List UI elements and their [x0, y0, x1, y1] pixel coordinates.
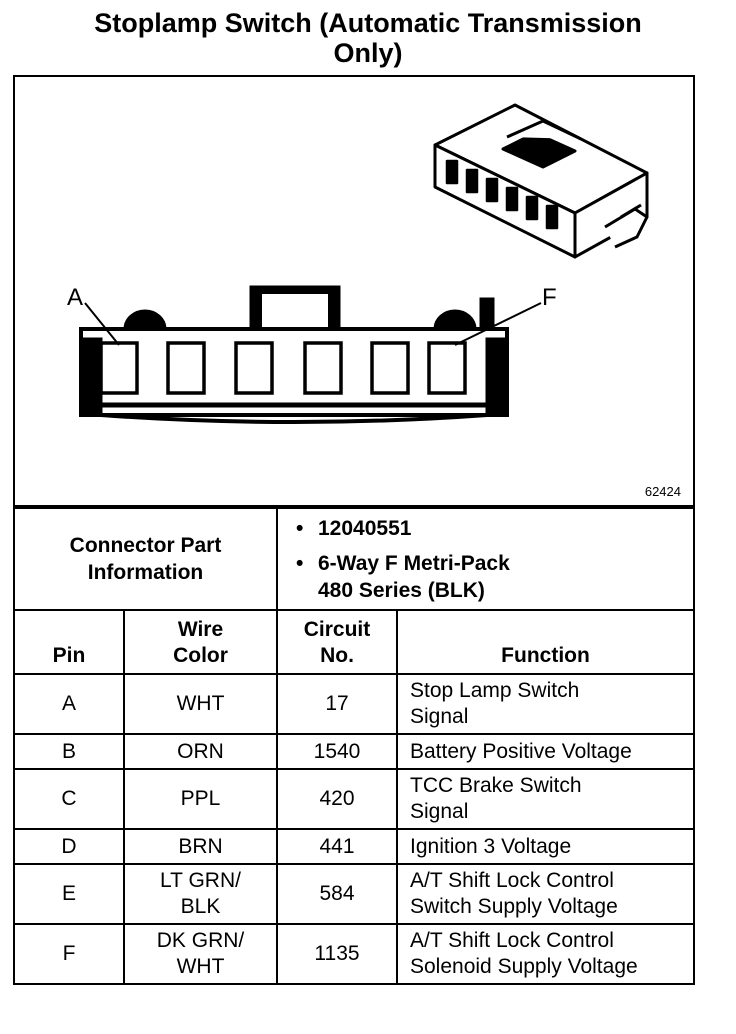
wire-color-cell: ORN	[123, 733, 278, 770]
circuit-cell: 17	[276, 673, 398, 735]
wire-color-cell: LT GRN/ BLK	[123, 863, 278, 925]
pin-cell: D	[13, 828, 125, 865]
header-circuit-no: Circuit No.	[276, 609, 398, 675]
connector-info-row: Connector Part Information •12040551 •6-…	[13, 507, 695, 611]
pin-f-callout: F	[542, 284, 557, 311]
pin-cell: F	[13, 923, 125, 985]
connector-info-label: Connector Part Information	[13, 507, 278, 611]
connector-description-line2: 480 Series (BLK)	[318, 578, 485, 602]
header-function: Function	[396, 609, 695, 675]
function-cell: TCC Brake Switch Signal	[396, 768, 695, 830]
pin-cell: A	[13, 673, 125, 735]
connector-illustration	[79, 103, 649, 424]
table-row: B ORN 1540 Battery Positive Voltage	[13, 733, 695, 770]
function-cell: A/T Shift Lock Control Solenoid Supply V…	[396, 923, 695, 985]
connector-description-line1: 6-Way F Metri-Pack	[318, 551, 510, 575]
page-title-line1: Stoplamp Switch (Automatic Transmission	[94, 8, 642, 38]
wire-color-cell: DK GRN/ WHT	[123, 923, 278, 985]
function-cell: A/T Shift Lock Control Switch Supply Vol…	[396, 863, 695, 925]
connector-info-values: •12040551 •6-Way F Metri-Pack 480 Series…	[276, 507, 695, 611]
function-cell: Stop Lamp Switch Signal	[396, 673, 695, 735]
page-title-line2: Only)	[333, 38, 403, 68]
pin-cell: C	[13, 768, 125, 830]
table-row: F DK GRN/ WHT 1135 A/T Shift Lock Contro…	[13, 923, 695, 985]
circuit-cell: 1540	[276, 733, 398, 770]
part-number: 12040551	[318, 516, 412, 540]
circuit-cell: 1135	[276, 923, 398, 985]
table-row: D BRN 441 Ignition 3 Voltage	[13, 828, 695, 865]
connector-front-view-icon	[79, 285, 542, 424]
header-pin: Pin	[13, 609, 125, 675]
pinout-table: Pin Wire Color Circuit No. Function A WH…	[13, 609, 695, 985]
function-cell: Battery Positive Voltage	[396, 733, 695, 770]
circuit-cell: 584	[276, 863, 398, 925]
table-row: A WHT 17 Stop Lamp Switch Signal	[13, 673, 695, 735]
circuit-cell: 420	[276, 768, 398, 830]
wire-color-cell: BRN	[123, 828, 278, 865]
table-row: C PPL 420 TCC Brake Switch Signal	[13, 768, 695, 830]
connector-info-table: Connector Part Information •12040551 •6-…	[13, 507, 695, 611]
circuit-cell: 441	[276, 828, 398, 865]
function-cell: Ignition 3 Voltage	[396, 828, 695, 865]
header-wire-color: Wire Color	[123, 609, 278, 675]
wire-color-cell: WHT	[123, 673, 278, 735]
table-row: E LT GRN/ BLK 584 A/T Shift Lock Control…	[13, 863, 695, 925]
page-title: Stoplamp Switch (Automatic Transmission …	[0, 8, 736, 68]
pin-a-callout: A	[67, 284, 84, 311]
connector-diagram: A F 62424	[13, 75, 695, 507]
wire-color-cell: PPL	[123, 768, 278, 830]
figure-id: 62424	[644, 484, 681, 499]
pin-cell: B	[13, 733, 125, 770]
pin-cell: E	[13, 863, 125, 925]
pinout-header-row: Pin Wire Color Circuit No. Function	[13, 609, 695, 675]
connector-isometric-icon	[433, 103, 649, 259]
